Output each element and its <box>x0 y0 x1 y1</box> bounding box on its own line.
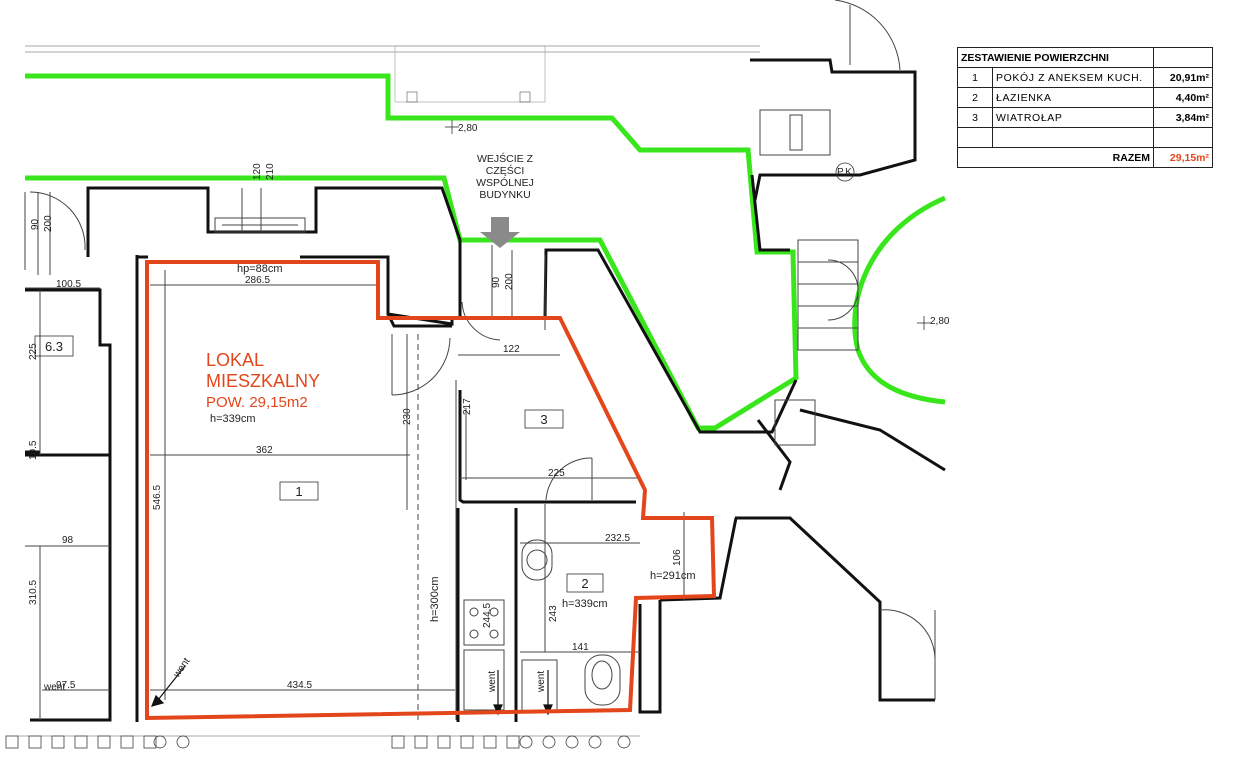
total-value: 29,15m² <box>1153 147 1213 168</box>
table-row: 1 POKÓJ Z ANEKSEM KUCH. 20,91m² <box>957 67 1213 88</box>
vent-label-1: went <box>171 656 193 681</box>
column-markers <box>5 735 631 749</box>
unit-title-line-2: MIESZKALNY <box>206 371 320 391</box>
area-summary-table: ZESTAWIENIE POWIERZCHNI 1 POKÓJ Z ANEKSE… <box>957 47 1213 168</box>
table-title: ZESTAWIENIE POWIERZCHNI <box>957 47 1154 68</box>
row-name: WIATROŁAP <box>992 107 1154 128</box>
dim-120: 120 <box>252 163 263 180</box>
vent-label-3: went <box>536 671 547 693</box>
entrance-line-4: BUDYNKU <box>479 189 530 201</box>
dim-98: 98 <box>62 535 74 546</box>
dim-244-5: 244.5 <box>482 603 493 628</box>
pk-label: P.K. <box>837 167 855 178</box>
row-number: 3 <box>957 107 993 128</box>
row-area: 4,40m² <box>1153 87 1213 108</box>
vent-label-2: went <box>487 671 498 693</box>
row-number: 2 <box>957 87 993 108</box>
dim-310-5: 310.5 <box>28 580 39 605</box>
dim-232-5: 232.5 <box>605 533 630 544</box>
row-area: 20,91m² <box>1153 67 1213 88</box>
dim-243: 243 <box>548 605 559 622</box>
room-3-box <box>524 409 564 429</box>
dim-230: 230 <box>402 408 413 425</box>
dim-106: 106 <box>672 549 683 566</box>
room-2-number: 2 <box>581 576 588 591</box>
height-kitchen: h=300cm <box>429 576 441 622</box>
row-number: 1 <box>957 67 993 88</box>
thin-lines <box>18 0 936 737</box>
green-boundary <box>25 73 946 431</box>
dim-122: 122 <box>503 344 520 355</box>
room-1-number: 1 <box>295 484 302 499</box>
room-2-box <box>566 573 604 593</box>
row-name: ŁAZIENKA <box>992 87 1154 108</box>
top-wall-strip <box>25 45 760 103</box>
total-label: RAZEM <box>957 147 1154 168</box>
table-row: 3 WIATROŁAP 3,84m² <box>957 107 1213 128</box>
dim-286-5: 286.5 <box>245 275 270 286</box>
entrance-line-2: CZĘŚCI <box>486 164 525 177</box>
height-room-2: h=339cm <box>562 598 608 610</box>
dim-200-a: 200 <box>43 215 54 232</box>
dim-90-b: 90 <box>491 276 502 288</box>
height-hp: hp=88cm <box>237 263 283 275</box>
dim-225-v: 225 <box>28 343 39 360</box>
room-6-3-box <box>34 335 74 357</box>
dim-97-5: 97.5 <box>56 680 76 691</box>
dim-217: 217 <box>462 398 473 415</box>
level-mark-1: 2,80 <box>458 123 478 134</box>
room-3-number: 3 <box>540 412 547 427</box>
dim-200-b: 200 <box>504 273 515 290</box>
dim-225-h: 225 <box>548 468 565 479</box>
dim-141: 141 <box>572 642 589 653</box>
unit-area: POW. 29,15m2 <box>206 394 308 411</box>
entrance-arrow <box>480 217 520 248</box>
table-header-row: ZESTAWIENIE POWIERZCHNI <box>957 47 1213 68</box>
dim-546-5: 546.5 <box>152 485 163 510</box>
unit-title-line-1: LOKAL <box>206 350 264 370</box>
dim-10-5: 10.5 <box>28 440 39 460</box>
entrance-line-1: WEJŚCIE Z <box>477 152 534 165</box>
row-name: POKÓJ Z ANEKSEM KUCH. <box>992 67 1154 88</box>
dim-210: 210 <box>265 163 276 180</box>
room-1-box <box>279 481 319 501</box>
unit-outline <box>145 260 717 721</box>
level-mark-2: 2,80 <box>930 316 950 327</box>
table-total-row: RAZEM 29,15m² <box>957 147 1213 168</box>
height-niche: h=291cm <box>650 570 696 582</box>
entrance-line-3: WSPÓLNEJ <box>476 176 534 189</box>
dim-434-5: 434.5 <box>287 680 312 691</box>
dim-362: 362 <box>256 445 273 456</box>
table-row: 2 ŁAZIENKA 4,40m² <box>957 87 1213 108</box>
room-6-3-number: 6.3 <box>45 339 63 354</box>
row-area: 3,84m² <box>1153 107 1213 128</box>
table-empty-row <box>957 127 1213 148</box>
dim-100-5: 100.5 <box>56 279 81 290</box>
vent-label-4: went <box>43 682 65 693</box>
dim-90-a: 90 <box>30 218 41 230</box>
height-room-1: h=339cm <box>210 413 256 425</box>
